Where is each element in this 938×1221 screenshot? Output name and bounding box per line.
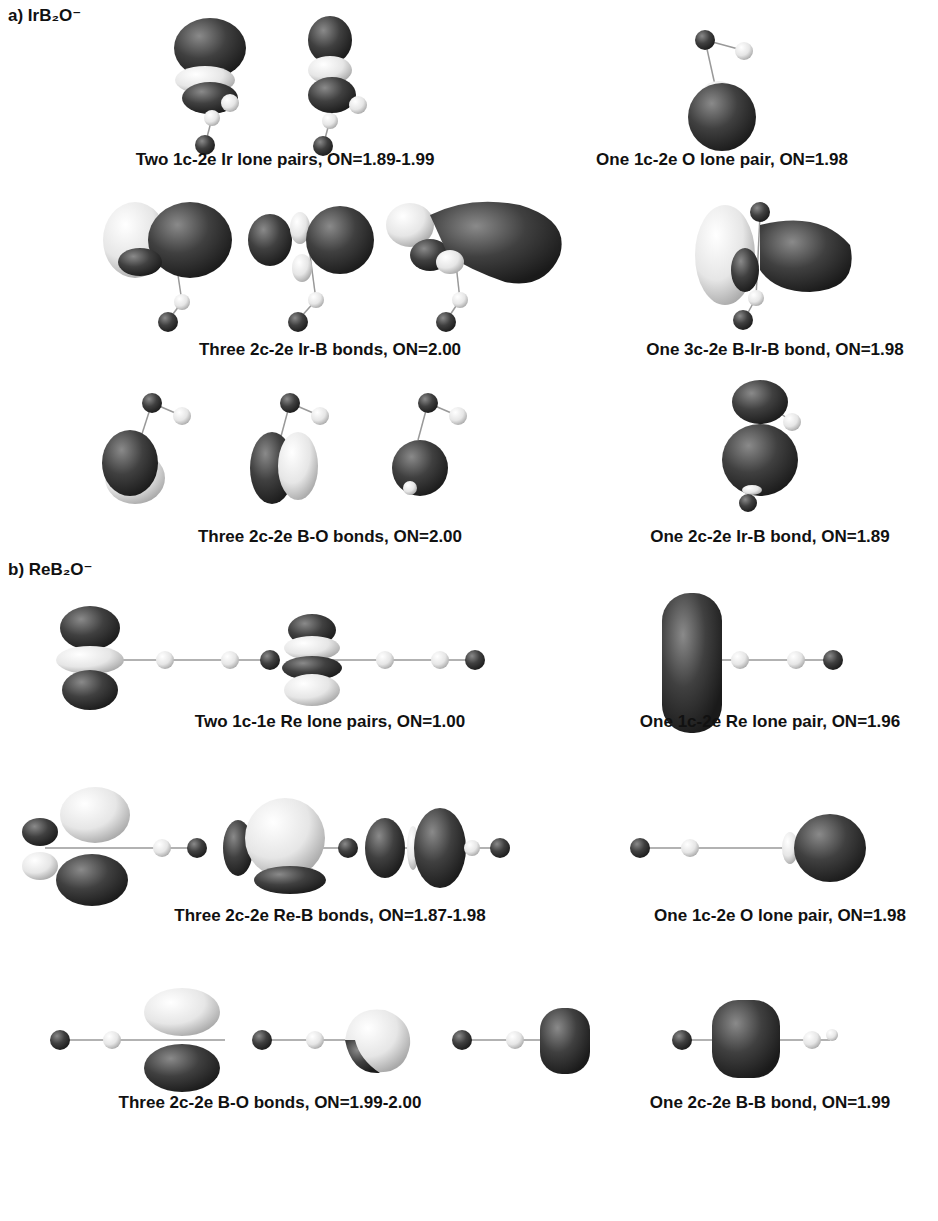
- orbital-caption: Three 2c-2e Ir-B bonds, ON=2.00: [199, 340, 461, 360]
- panel-label: b) ReB₂O⁻: [8, 560, 93, 580]
- orbital-caption: One 2c-2e B-B bond, ON=1.99: [650, 1093, 890, 1113]
- orbital-caption: One 1c-2e O lone pair, ON=1.98: [596, 150, 848, 170]
- orbital-caption: One 3c-2e B-Ir-B bond, ON=1.98: [646, 340, 903, 360]
- orbital-caption: Two 1c-1e Re lone pairs, ON=1.00: [195, 712, 465, 732]
- orbital-caption: Two 1c-2e Ir lone pairs, ON=1.89-1.99: [136, 150, 435, 170]
- orbital-caption: Three 2c-2e B-O bonds, ON=1.99-2.00: [119, 1093, 422, 1113]
- orbital-caption: One 2c-2e Ir-B bond, ON=1.89: [650, 527, 890, 547]
- orbital-caption: One 1c-2e Re lone pair, ON=1.96: [640, 712, 900, 732]
- orbital-caption: Three 2c-2e Re-B bonds, ON=1.87-1.98: [174, 906, 485, 926]
- panel-label: a) IrB₂O⁻: [8, 6, 81, 26]
- orbital-caption: Three 2c-2e B-O bonds, ON=2.00: [198, 527, 462, 547]
- orbital-caption: One 1c-2e O lone pair, ON=1.98: [654, 906, 906, 926]
